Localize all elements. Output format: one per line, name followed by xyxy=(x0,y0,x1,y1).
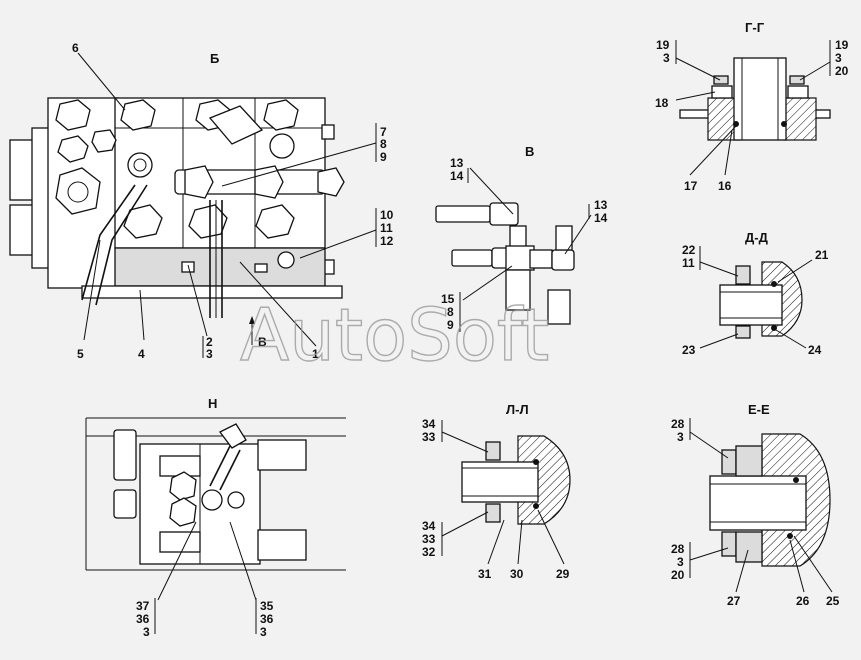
callout-b-1: 1 xyxy=(312,347,319,361)
callout-gg-3-left: 3 xyxy=(663,51,670,65)
callout-gg-19-left: 19 xyxy=(656,38,670,52)
callout-ll-29: 29 xyxy=(556,567,570,581)
callout-gg-3-right: 3 xyxy=(835,51,842,65)
watermark: AutoSoft xyxy=(240,293,549,377)
callout-b-7: 7 xyxy=(380,125,387,139)
callout-ee-3-top: 3 xyxy=(677,430,684,444)
callout-n-37: 37 xyxy=(136,599,150,613)
callout-v-14-top: 14 xyxy=(450,169,464,183)
view-ee: Е-Е 28 3 28 3 20 27 26 25 xyxy=(671,402,840,608)
callout-b-6: 6 xyxy=(72,41,79,55)
base-plate xyxy=(81,285,343,299)
callout-gg-17: 17 xyxy=(684,179,698,193)
callout-n-36-right: 36 xyxy=(260,612,274,626)
callout-gg-19-right: 19 xyxy=(835,38,849,52)
view-v-title: В xyxy=(525,144,534,159)
callout-b-11: 11 xyxy=(380,221,393,235)
callout-v-13-right: 13 xyxy=(594,198,608,212)
callout-n-36-left: 36 xyxy=(136,612,150,626)
callout-ll-33-bottom: 33 xyxy=(422,532,436,546)
callout-ll-31: 31 xyxy=(478,567,492,581)
callout-ll-34-bottom: 34 xyxy=(422,519,436,533)
view-ll: Л-Л 34 33 34 33 32 31 30 29 xyxy=(422,402,571,581)
callout-ll-32: 32 xyxy=(422,545,436,559)
view-b: В Б 6 7 8 9 10 11 12 5 4 2 3 1 xyxy=(9,41,394,361)
view-ll-title: Л-Л xyxy=(506,402,529,417)
callout-b-3: 3 xyxy=(206,347,213,361)
callout-dd-24: 24 xyxy=(808,343,822,357)
callout-ee-27: 27 xyxy=(727,594,741,608)
mounting-base xyxy=(114,247,326,287)
callout-ee-28-top: 28 xyxy=(671,417,685,431)
callout-v-9: 9 xyxy=(447,318,454,332)
hex-fitting-large xyxy=(55,167,101,215)
callout-dd-22: 22 xyxy=(682,243,696,257)
view-ee-title: Е-Е xyxy=(748,402,770,417)
callout-b-10: 10 xyxy=(380,208,394,222)
callout-ll-30: 30 xyxy=(510,567,524,581)
callout-v-15: 15 xyxy=(441,292,455,306)
view-gg-title: Г-Г xyxy=(745,20,765,35)
callout-b-2: 2 xyxy=(206,335,213,349)
callout-v-8: 8 xyxy=(447,305,454,319)
callout-b-12: 12 xyxy=(380,234,394,248)
callout-ee-28-bottom: 28 xyxy=(671,542,685,556)
callout-dd-21: 21 xyxy=(815,248,829,262)
view-gg: Г-Г 19 3 19 3 20 18 17 16 xyxy=(655,20,849,193)
callout-n-3-left: 3 xyxy=(143,625,150,639)
callout-ee-3-bottom: 3 xyxy=(677,555,684,569)
callout-gg-20: 20 xyxy=(835,64,849,78)
callout-dd-23: 23 xyxy=(682,343,696,357)
direction-label: В xyxy=(258,335,267,349)
view-dd-title: Д-Д xyxy=(745,230,769,245)
callout-gg-18: 18 xyxy=(655,96,669,110)
callout-ll-34-top: 34 xyxy=(422,417,436,431)
callout-b-8: 8 xyxy=(380,137,387,151)
callout-ee-25: 25 xyxy=(826,594,840,608)
view-n: Н 37 36 3 35 36 3 xyxy=(85,396,346,639)
callout-dd-11: 11 xyxy=(682,256,695,270)
callout-gg-16: 16 xyxy=(718,179,732,193)
callout-v-14-right: 14 xyxy=(594,211,608,225)
view-v: В 13 14 13 14 15 8 9 xyxy=(435,144,608,332)
view-dd: Д-Д 22 11 21 23 24 xyxy=(682,230,829,357)
callout-b-9: 9 xyxy=(380,150,387,164)
callout-b-4: 4 xyxy=(138,347,145,361)
callout-ee-20: 20 xyxy=(671,568,685,582)
hose-5 xyxy=(81,184,136,301)
callout-v-13-top: 13 xyxy=(450,156,464,170)
callout-n-35: 35 xyxy=(260,599,274,613)
callout-b-5: 5 xyxy=(77,347,84,361)
callout-ll-33-top: 33 xyxy=(422,430,436,444)
callout-ee-26: 26 xyxy=(796,594,810,608)
view-b-title: Б xyxy=(210,51,219,66)
callout-n-3-right: 3 xyxy=(260,625,267,639)
view-n-title: Н xyxy=(208,396,217,411)
